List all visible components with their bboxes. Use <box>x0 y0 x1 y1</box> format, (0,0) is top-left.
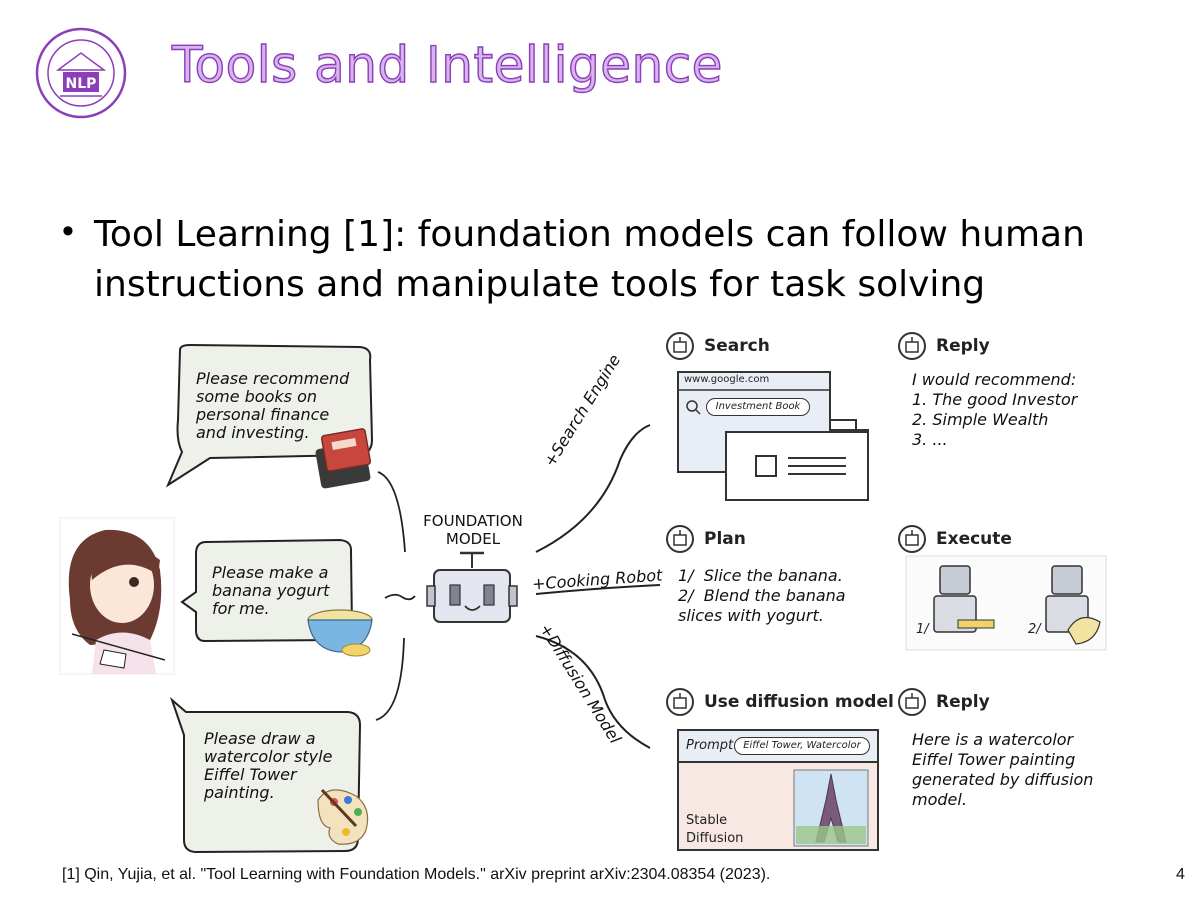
bullet-text: Tool Learning [1]: foundation models can… <box>94 214 1085 305</box>
bubble-3-shape <box>169 696 362 854</box>
reply2-text: Here is a watercolor Eiffel Tower painti… <box>912 730 1094 809</box>
plan-heading: Plan <box>704 529 746 549</box>
prompt-label: Prompt <box>686 738 734 753</box>
execute-step-2: 2/ <box>1028 622 1041 637</box>
branch-line-cooking <box>535 584 661 595</box>
execute-heading: Execute <box>936 529 1012 549</box>
plan-tool-icon <box>666 525 694 553</box>
foundation-model-label: FOUNDATION MODEL <box>423 512 523 548</box>
connector-curve-1 <box>377 471 406 553</box>
diffusion-heading: Use diffusion model <box>704 692 894 712</box>
plan-text: 1/ Slice the banana. 2/ Blend the banana… <box>678 566 846 625</box>
bubble-2-shape <box>180 538 354 643</box>
bubble-2-text: Please make a banana yogurt for me. <box>212 563 330 618</box>
branch-line-search <box>535 424 651 553</box>
reply2-heading: Reply <box>936 692 990 712</box>
bubble-1-text: Please recommend some books on personal … <box>196 369 350 442</box>
bullet-point: • Tool Learning [1]: foundation models c… <box>62 210 1172 310</box>
person-illustration <box>59 517 175 675</box>
execute-step-1: 1/ <box>916 622 929 637</box>
connector-curve-3 <box>375 637 405 721</box>
book-icon <box>315 428 372 489</box>
palette-icon <box>317 788 369 845</box>
search-tool-icon <box>666 332 694 360</box>
reply1-text: I would recommend: 1. The good Investor … <box>912 370 1078 449</box>
page-number: 4 <box>1176 866 1185 883</box>
reply1-tool-icon <box>898 332 926 360</box>
yogurt-bowl-icon <box>307 609 373 657</box>
bubble-3-text: Please draw a watercolor style Eiffel To… <box>204 729 333 802</box>
search-heading: Search <box>704 336 770 356</box>
stable-diffusion-label: Stable Diffusion <box>686 813 744 846</box>
reply2-tool-icon <box>898 688 926 716</box>
slide-title: Tools and Intelligence <box>171 35 723 94</box>
nlp-logo: NLP <box>35 27 127 119</box>
reference-citation: [1] Qin, Yujia, et al. "Tool Learning wi… <box>62 866 771 883</box>
execute-tool-icon <box>898 525 926 553</box>
person-to-model-connector <box>384 593 416 601</box>
reply1-heading: Reply <box>936 336 990 356</box>
eiffel-tower-icon <box>815 773 847 843</box>
robot-icon <box>426 551 518 623</box>
diffusion-tool-icon <box>666 688 694 716</box>
branch-line-diffusion <box>535 635 651 749</box>
search-query-pill: Investment Book <box>706 398 810 416</box>
logo-text: NLP <box>66 76 97 92</box>
prompt-value-pill: Eiffel Tower, Watercolor <box>734 737 870 755</box>
execute-illustration <box>905 555 1107 651</box>
browser-url: www.google.com <box>684 374 770 385</box>
bullet-dot-icon: • <box>62 212 74 250</box>
browser-window-illustration <box>677 371 869 501</box>
